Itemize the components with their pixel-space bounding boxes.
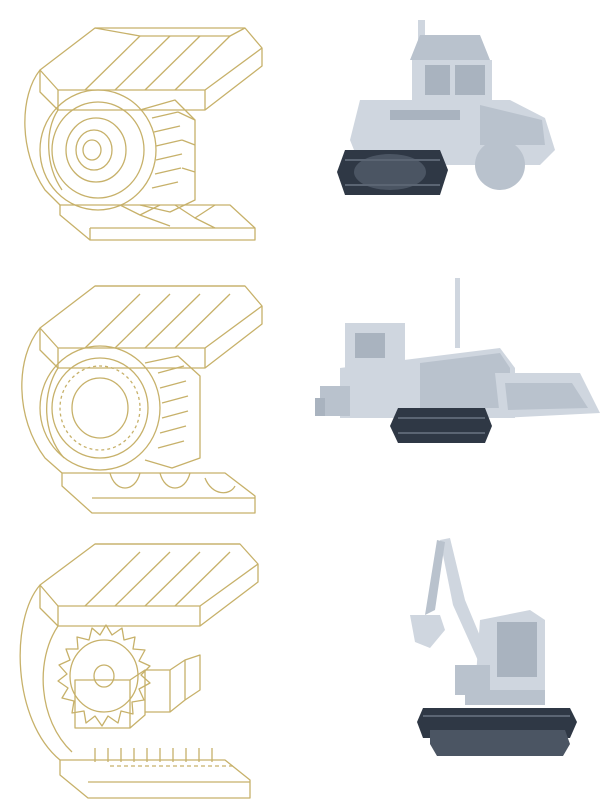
row-excavator — [0, 530, 609, 812]
tractor-icon — [337, 20, 555, 195]
rubber-track-sprocket-drawing — [19, 543, 259, 799]
row-paver — [0, 268, 609, 530]
rubber-track-wheel-drawing-2 — [21, 285, 263, 514]
paver-icon — [315, 278, 600, 443]
excavator-icon — [410, 538, 577, 756]
rubber-track-wheel-drawing-1 — [24, 27, 263, 241]
row-tractor — [0, 0, 609, 268]
